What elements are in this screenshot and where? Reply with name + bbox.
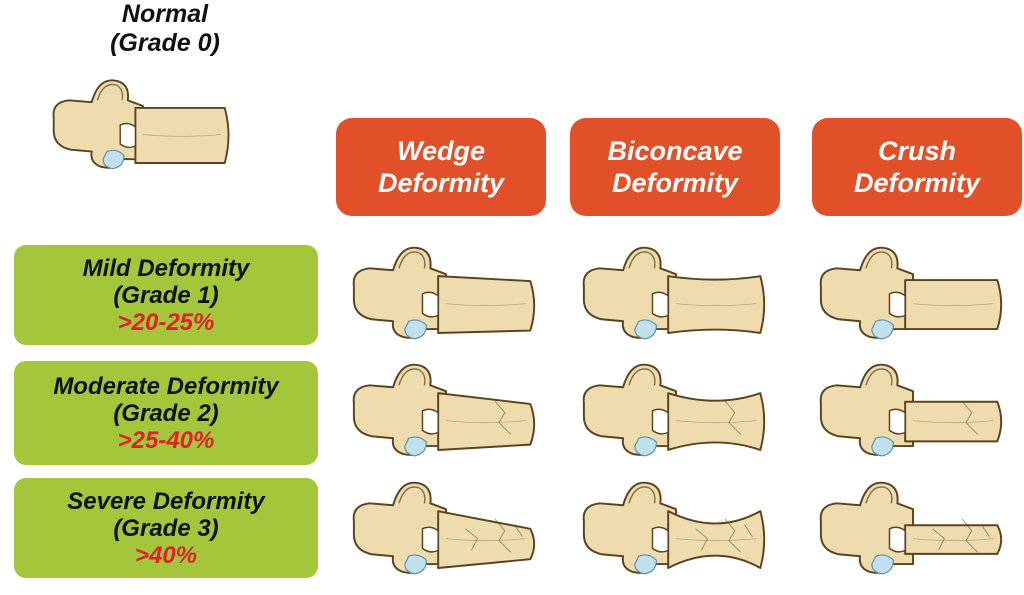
row-moderate-line1: Moderate Deformity [53, 372, 279, 400]
row-label-mild: Mild Deformity (Grade 1) >20-25% [14, 245, 318, 345]
vertebra-biconcave-grade-1 [578, 235, 774, 343]
header-biconcave-deformity: Biconcave Deformity [570, 118, 780, 216]
row-mild-line1: Mild Deformity [82, 254, 250, 282]
header-crush-deformity: Crush Deformity [812, 118, 1022, 216]
header-wedge-line2: Deformity [377, 168, 505, 198]
row-severe-line1: Severe Deformity [67, 487, 265, 515]
vertebra-crush-grade-3 [815, 470, 1011, 578]
row-moderate-percent: >25-40% [117, 426, 215, 454]
vertebra-biconcave-grade-2 [578, 352, 774, 460]
vertebra-crush-grade-2 [815, 352, 1011, 460]
header-crush-line2: Deformity [853, 168, 981, 198]
header-biconcave-line1: Biconcave [607, 136, 743, 166]
header-crush-line1: Crush [877, 136, 956, 166]
row-mild-line2: (Grade 1) [113, 281, 219, 309]
row-label-severe: Severe Deformity (Grade 3) >40% [14, 478, 318, 578]
header-biconcave-line2: Deformity [611, 168, 739, 198]
row-moderate-line2: (Grade 2) [113, 399, 219, 427]
row-label-moderate: Moderate Deformity (Grade 2) >25-40% [14, 361, 318, 465]
vertebra-biconcave-grade-3 [578, 470, 774, 578]
normal-title-line1: Normal [121, 0, 209, 28]
header-wedge-line1: Wedge [396, 136, 485, 166]
vertebra-normal-illustration [48, 68, 238, 173]
row-mild-percent: >20-25% [117, 308, 215, 336]
normal-title-line2: (Grade 0) [110, 29, 220, 57]
vertebra-wedge-grade-2 [348, 352, 544, 460]
row-severe-line2: (Grade 3) [113, 514, 219, 542]
vertebra-wedge-grade-3 [348, 470, 544, 578]
header-wedge-deformity: Wedge Deformity [336, 118, 546, 216]
normal-title: Normal (Grade 0) [70, 0, 260, 58]
vertebra-crush-grade-1 [815, 235, 1011, 343]
vertebra-wedge-grade-1 [348, 235, 544, 343]
row-severe-percent: >40% [134, 541, 198, 569]
